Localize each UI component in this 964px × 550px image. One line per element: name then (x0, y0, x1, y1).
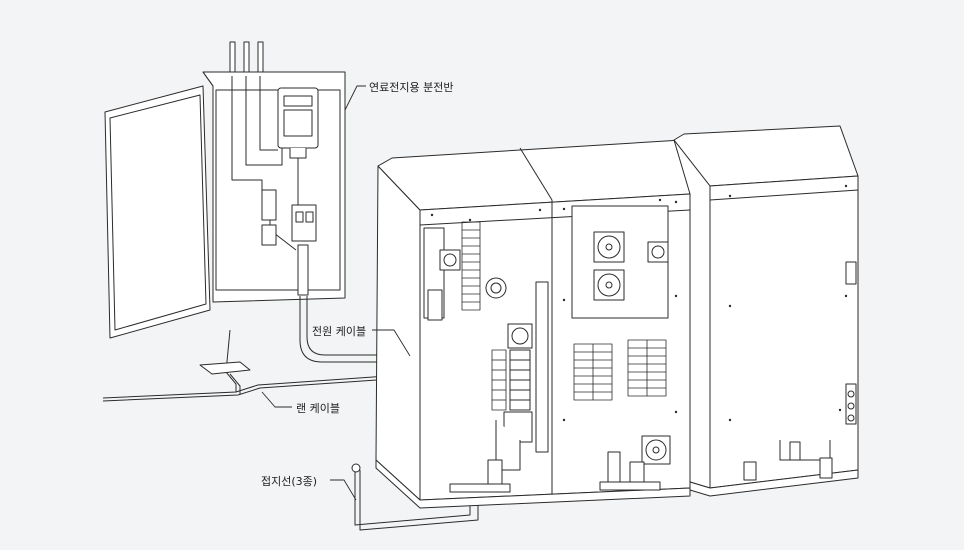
fuel-cell-unit-secondary (673, 125, 859, 497)
label-lan-cable: 랜 케이블 (296, 402, 340, 415)
unit-rivets (430, 198, 678, 422)
leader-panel (344, 85, 366, 111)
panel-door (104, 85, 211, 339)
unit-vertical-duct (535, 281, 549, 453)
power-cable-line (299, 296, 431, 363)
leader-ground-wire (330, 479, 357, 501)
distribution-panel (104, 41, 346, 339)
front-louvers-left (461, 221, 507, 411)
unit-side-connections (423, 227, 461, 321)
leader-lan-cable (261, 391, 292, 408)
panel-conduits (229, 41, 264, 77)
unit-bellows-duct (495, 323, 533, 471)
unit-gauge (485, 277, 507, 299)
panel-breakers (261, 189, 317, 246)
secondary-fittings (743, 383, 857, 481)
unit-bottom-fittings (449, 451, 661, 493)
leader-lines (261, 85, 411, 501)
label-panel: 연료전지용 분전반 (369, 81, 454, 94)
front-louvers-right (573, 339, 667, 401)
panel-meter (277, 87, 319, 159)
leader-power-cable (372, 329, 411, 357)
unit-control-panel (571, 205, 669, 319)
fuel-cell-unit-main (375, 139, 691, 509)
unit-bottom-fan (641, 435, 671, 465)
label-ground-wire: 접지선(3종) (261, 475, 318, 488)
label-power-cable: 전원 케이블 (312, 325, 367, 338)
